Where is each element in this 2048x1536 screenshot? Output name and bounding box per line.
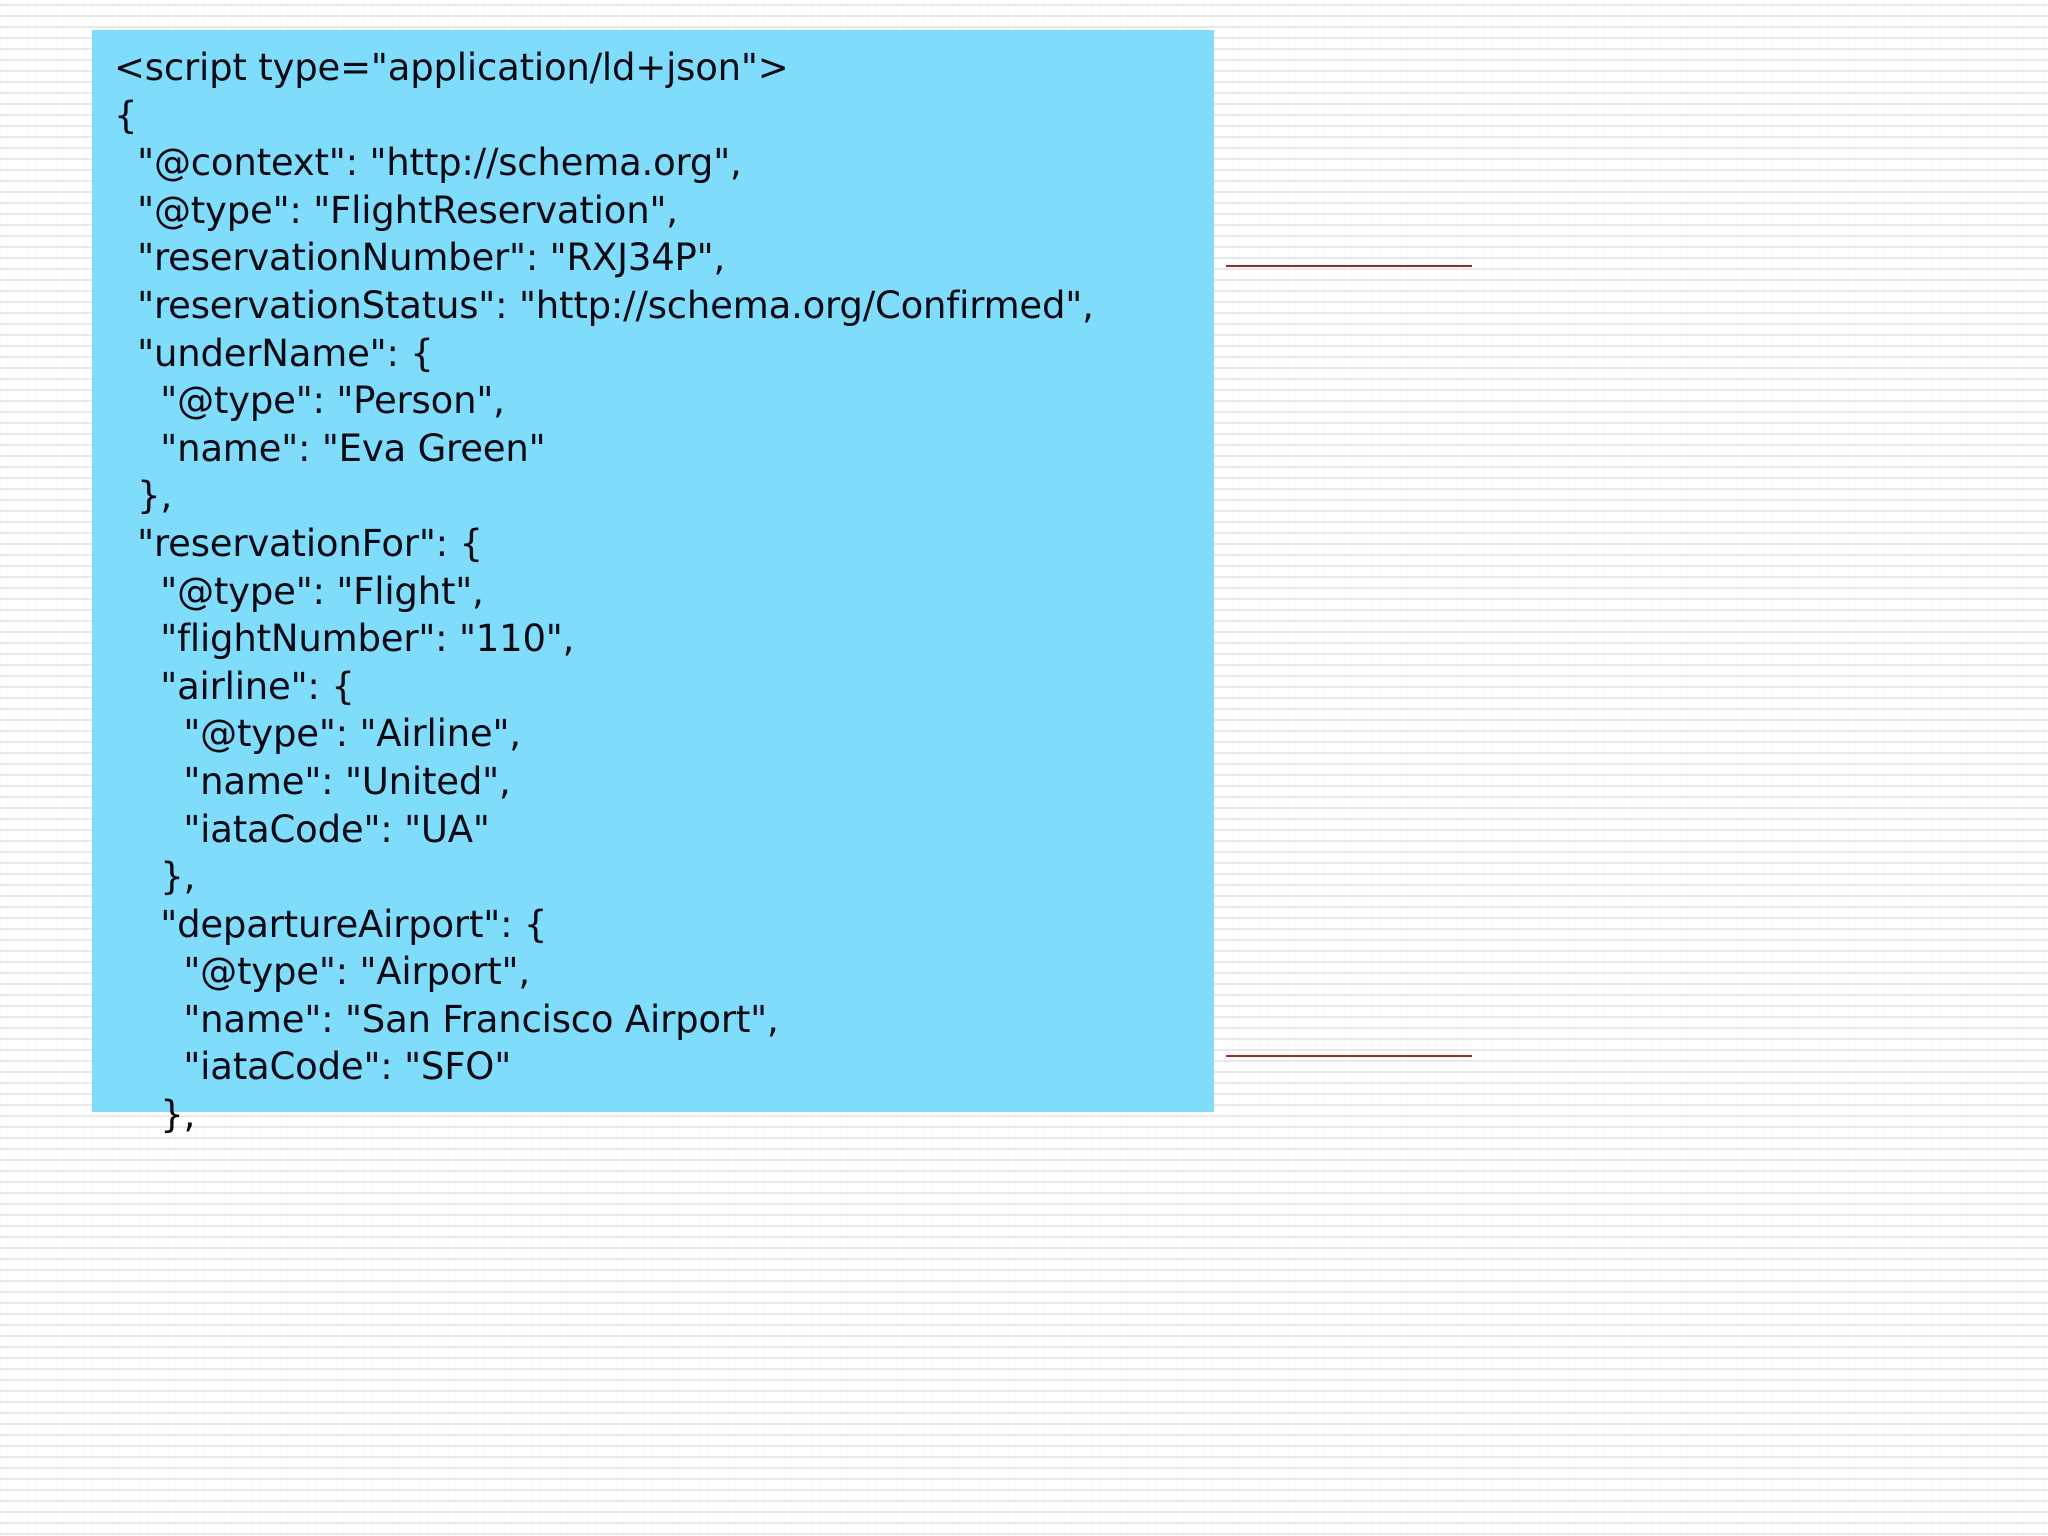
lower-margin-rule xyxy=(1226,1055,1472,1057)
json-ld-code-text: <script type="application/ld+json"> { "@… xyxy=(114,46,1094,1137)
upper-margin-rule xyxy=(1226,265,1472,267)
json-ld-code-block: <script type="application/ld+json"> { "@… xyxy=(92,30,1214,1136)
